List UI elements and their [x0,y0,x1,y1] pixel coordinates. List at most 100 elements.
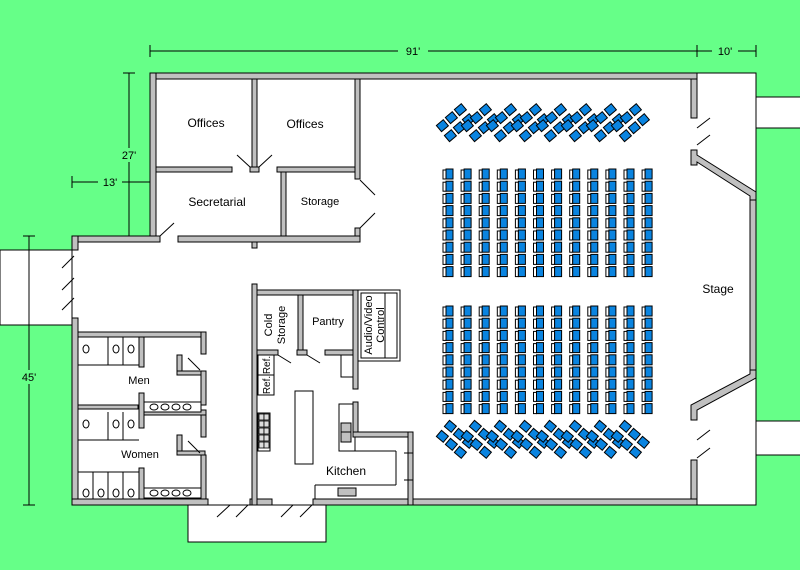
chair [551,354,563,366]
chair [519,437,534,451]
chair [619,111,634,125]
chair [533,390,544,402]
chair [444,111,459,125]
pantry-label: Pantry [312,316,344,328]
chair [605,305,617,317]
chair [533,217,544,229]
chair [641,168,653,180]
chair [605,205,617,217]
chair [610,429,625,443]
chair [569,317,581,329]
chair [618,419,633,433]
chair [533,192,544,204]
chair [444,437,459,451]
chair [569,378,581,390]
chair [493,129,508,143]
chair [510,429,525,443]
chair [569,253,581,265]
chair [478,342,490,354]
chair [623,217,635,229]
chair [442,180,454,192]
chair [641,180,653,192]
storage-label: Storage [301,196,340,208]
chair [569,111,584,125]
chair [627,427,642,441]
chair [514,253,526,265]
chair [560,429,575,443]
chair [442,378,454,390]
offices-label-1: Offices [187,116,224,130]
chair [627,121,642,135]
chair [496,317,508,329]
burner-icon [263,413,270,421]
chair [623,366,635,378]
chair [605,217,617,229]
sink-icon [171,403,181,411]
chair [468,419,483,433]
sink-icon [160,489,170,497]
chair [478,390,490,402]
chair [551,241,563,253]
chair [587,180,599,192]
chair [623,317,635,329]
chair [623,329,635,341]
chair [460,317,472,329]
chair [533,354,544,366]
chair [587,329,599,341]
toilet-icon [82,488,90,498]
chair [460,429,475,443]
chair [442,253,454,265]
chair [469,437,484,451]
chair [460,119,475,133]
chair [533,378,544,390]
chair [636,435,651,449]
sink-icon [182,489,192,497]
chair [510,119,525,133]
toilet-icon [82,419,90,429]
chair [514,168,526,180]
chair [460,305,472,317]
chair [569,305,581,317]
chair [568,129,583,143]
chair [605,366,617,378]
chair [435,119,450,133]
front-porch [187,502,327,543]
chair [551,378,563,390]
restrooms: Men Women [77,331,207,500]
kitchen-label: Kitchen [326,464,366,478]
chair [496,390,508,402]
stage: Stage [690,72,757,506]
chair [478,253,490,265]
chair [619,437,634,451]
chair [569,342,581,354]
chair [514,342,526,354]
chair [535,119,550,133]
chair [514,378,526,390]
chair [551,403,563,415]
chair [544,111,559,125]
chair [569,217,581,229]
chair [623,403,635,415]
chair [442,403,454,415]
chair [551,329,563,341]
chair [443,419,458,433]
chair [496,192,508,204]
chair [641,266,653,278]
toilet-icon [112,419,120,429]
chair [641,305,653,317]
chair [605,354,617,366]
chair [435,429,450,443]
chair [605,403,617,415]
chair [593,419,608,433]
chair [641,192,653,204]
seating [435,103,653,459]
chair [442,266,454,278]
chair [578,445,593,459]
chair [533,403,544,415]
chair [641,229,653,241]
chair [560,119,575,133]
chair [514,317,526,329]
chair [460,217,472,229]
sink-icon [182,403,192,411]
